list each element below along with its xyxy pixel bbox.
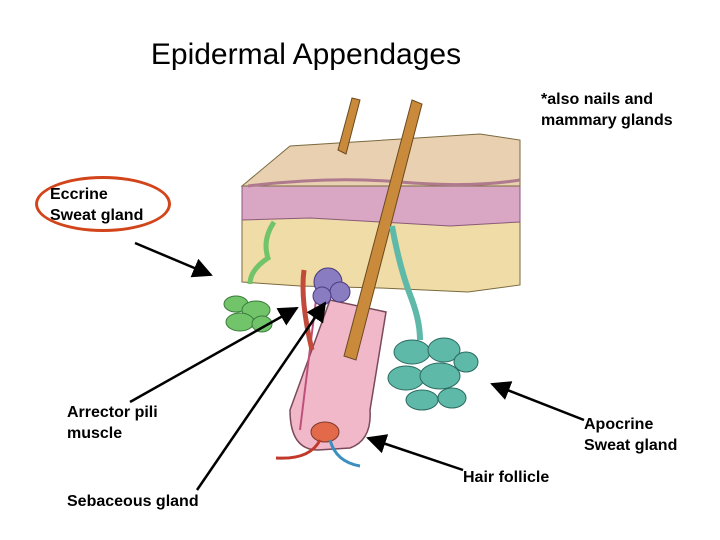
label-eccrine-sweat-gland: Eccrine Sweat gland (50, 184, 143, 226)
dermis-layer (241, 185, 521, 227)
slide-title: Epidermal Appendages (150, 38, 462, 71)
label-line: Eccrine (50, 186, 108, 203)
label-sebaceous-gland: Sebaceous gland (67, 493, 199, 510)
arrow-sebaceous (195, 301, 327, 491)
apocrine-coil (387, 337, 479, 411)
arrow-hair-follicle (366, 434, 464, 472)
note-text: *also nails and mammary glands (541, 89, 673, 131)
sebaceous-gland (312, 267, 351, 306)
label-line: Arrector pili (67, 404, 158, 421)
label-hair-follicle: Hair follicle (463, 469, 550, 486)
label-line: Sweat gland (50, 207, 144, 224)
apocrine-duct (389, 225, 423, 341)
epidermis-surface (240, 133, 521, 187)
highlight-oval (35, 176, 171, 232)
arrector-pili-muscle (300, 269, 315, 351)
eccrine-coil (223, 295, 273, 333)
label-arrector-pili-muscle: Arrector pili muscle (67, 402, 158, 444)
arrow-arrector (129, 306, 299, 404)
note-line-1: *also nails and (541, 91, 654, 108)
hair-shaft (343, 99, 423, 361)
label-line: Apocrine (584, 416, 654, 433)
hair-bulb (310, 421, 340, 443)
label-line: muscle (67, 425, 123, 442)
label-line: Sweat gland (584, 437, 678, 454)
small-hair-shaft (337, 97, 361, 155)
note-line-2: mammary glands (541, 112, 673, 129)
label-apocrine-sweat-gland: Apocrine Sweat gland (584, 414, 677, 456)
arrow-apocrine (490, 381, 585, 422)
eccrine-duct (247, 220, 277, 285)
arrow-eccrine (134, 241, 213, 278)
